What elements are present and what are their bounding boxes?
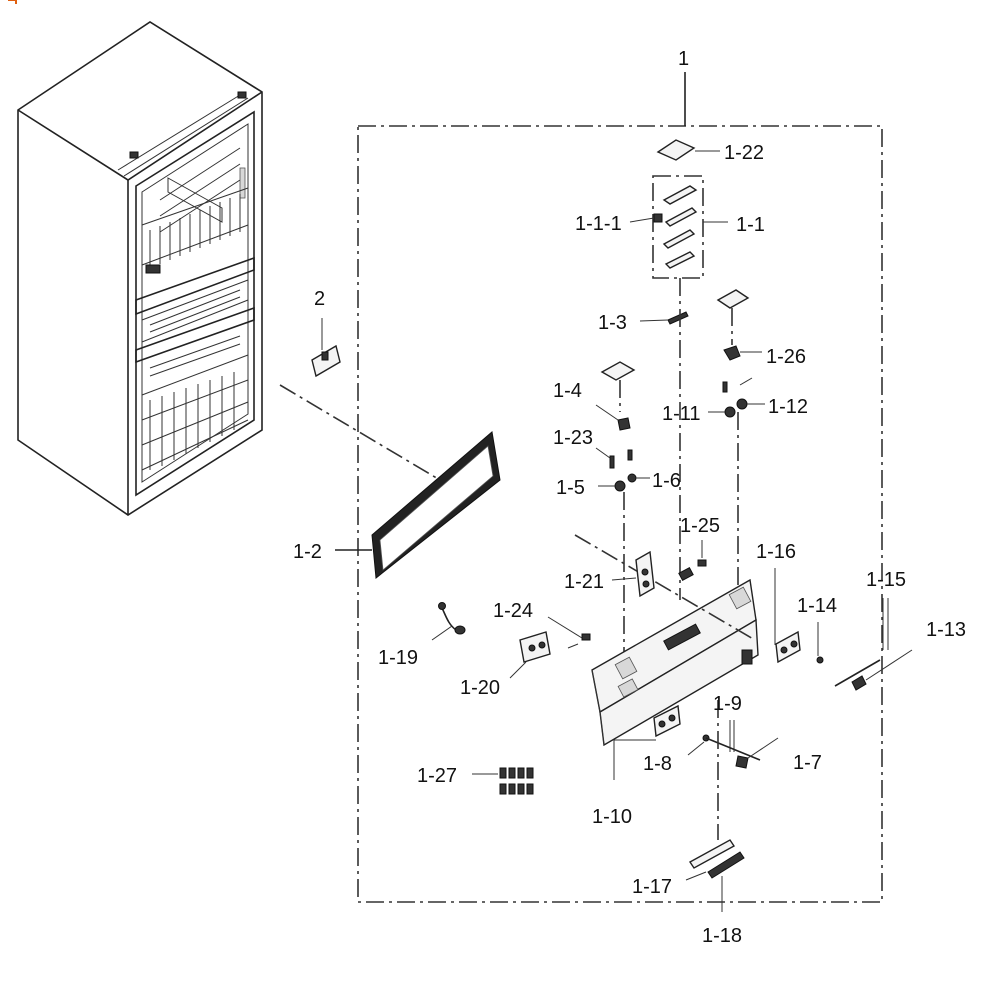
part-door-frame: [591, 566, 759, 747]
part-1-16-bracket: [775, 630, 801, 664]
part-1-26-cover: [716, 289, 750, 309]
part-1-20-bracket: [519, 631, 551, 663]
callout-1-27: 1-27: [417, 765, 457, 787]
part-1-18-strip: [707, 851, 745, 879]
part-1-12-washer: [736, 398, 748, 410]
callout-1-11: 1-11: [662, 403, 701, 425]
callout-1-6: 1-6: [652, 470, 681, 492]
callout-1-16: 1-16: [756, 541, 796, 563]
callout-1: 1: [678, 48, 689, 70]
part-1-1-hinge-parts: [653, 185, 698, 269]
assembly-boundary: [357, 125, 883, 903]
refrigerator-cabinet: [17, 21, 263, 516]
part-1-4-clip: [617, 417, 631, 431]
part-1-13-shaft-end: [851, 675, 867, 691]
part-screw-b: [627, 449, 633, 461]
part-1-4-cover: [600, 361, 636, 381]
part-1-3-pin: [667, 311, 689, 325]
part-1-2-gasket: [371, 431, 501, 579]
part-1-25-screw: [697, 559, 707, 567]
callout-1-23: 1-23: [553, 427, 593, 449]
part-1-22-cover: [656, 139, 696, 161]
part-1-14-nut: [816, 656, 824, 664]
part-1-23-screw: [609, 455, 615, 469]
callout-1-20: 1-20: [460, 677, 500, 699]
part-1-7-screw: [735, 755, 749, 769]
part-1-10-bracket: [653, 704, 681, 738]
part-1-6-washer: [627, 473, 637, 483]
callout-1-12: 1-12: [768, 396, 808, 418]
axis-door: [574, 534, 756, 641]
callout-1-22: 1-22: [724, 142, 764, 164]
group-box-1-1: [652, 175, 704, 279]
part-1-27-screws: [499, 767, 534, 795]
part-1-26-clip: [723, 345, 741, 361]
callout-1-26: 1-26: [766, 346, 806, 368]
part-1-24-screw: [581, 633, 591, 641]
part-screw: [722, 381, 728, 393]
callout-1-15: 1-15: [866, 569, 906, 591]
part-1-21-bracket: [635, 550, 655, 598]
callout-1-2: 1-2: [293, 541, 322, 563]
part-1-11-washer: [724, 406, 736, 418]
callout-1-10: 1-10: [592, 806, 632, 828]
callout-1-4: 1-4: [553, 380, 582, 402]
callout-1-19: 1-19: [378, 647, 418, 669]
callout-1-14: 1-14: [797, 595, 837, 617]
callout-1-21: 1-21: [564, 571, 604, 593]
callout-1-18: 1-18: [702, 925, 742, 947]
part-1-5-washer: [614, 480, 626, 492]
callout-1-24: 1-24: [493, 600, 533, 622]
axis-gasket: [279, 384, 441, 481]
callout-labels: 1 1-22 1-1-1 1-1 2 1-3 1-26 1-4 1-11 1-1…: [293, 48, 966, 947]
callout-1-1: 1-1: [736, 214, 765, 236]
callout-1-13: 1-13: [926, 619, 966, 641]
part-1-19-wire: [438, 602, 466, 635]
callout-2: 2: [314, 288, 325, 310]
callout-1-1-1: 1-1-1: [575, 213, 622, 235]
callout-1-9: 1-9: [713, 693, 742, 715]
callout-1-8: 1-8: [643, 753, 672, 775]
corner-mark: [8, 0, 17, 4]
callout-1-3: 1-3: [598, 312, 627, 334]
callout-1-17: 1-17: [632, 876, 672, 898]
callout-1-7: 1-7: [793, 752, 822, 774]
callout-1-25: 1-25: [680, 515, 720, 537]
callout-1-5: 1-5: [556, 477, 585, 499]
part-1-17-cover: [688, 839, 736, 869]
part-2-bracket: [311, 344, 341, 378]
